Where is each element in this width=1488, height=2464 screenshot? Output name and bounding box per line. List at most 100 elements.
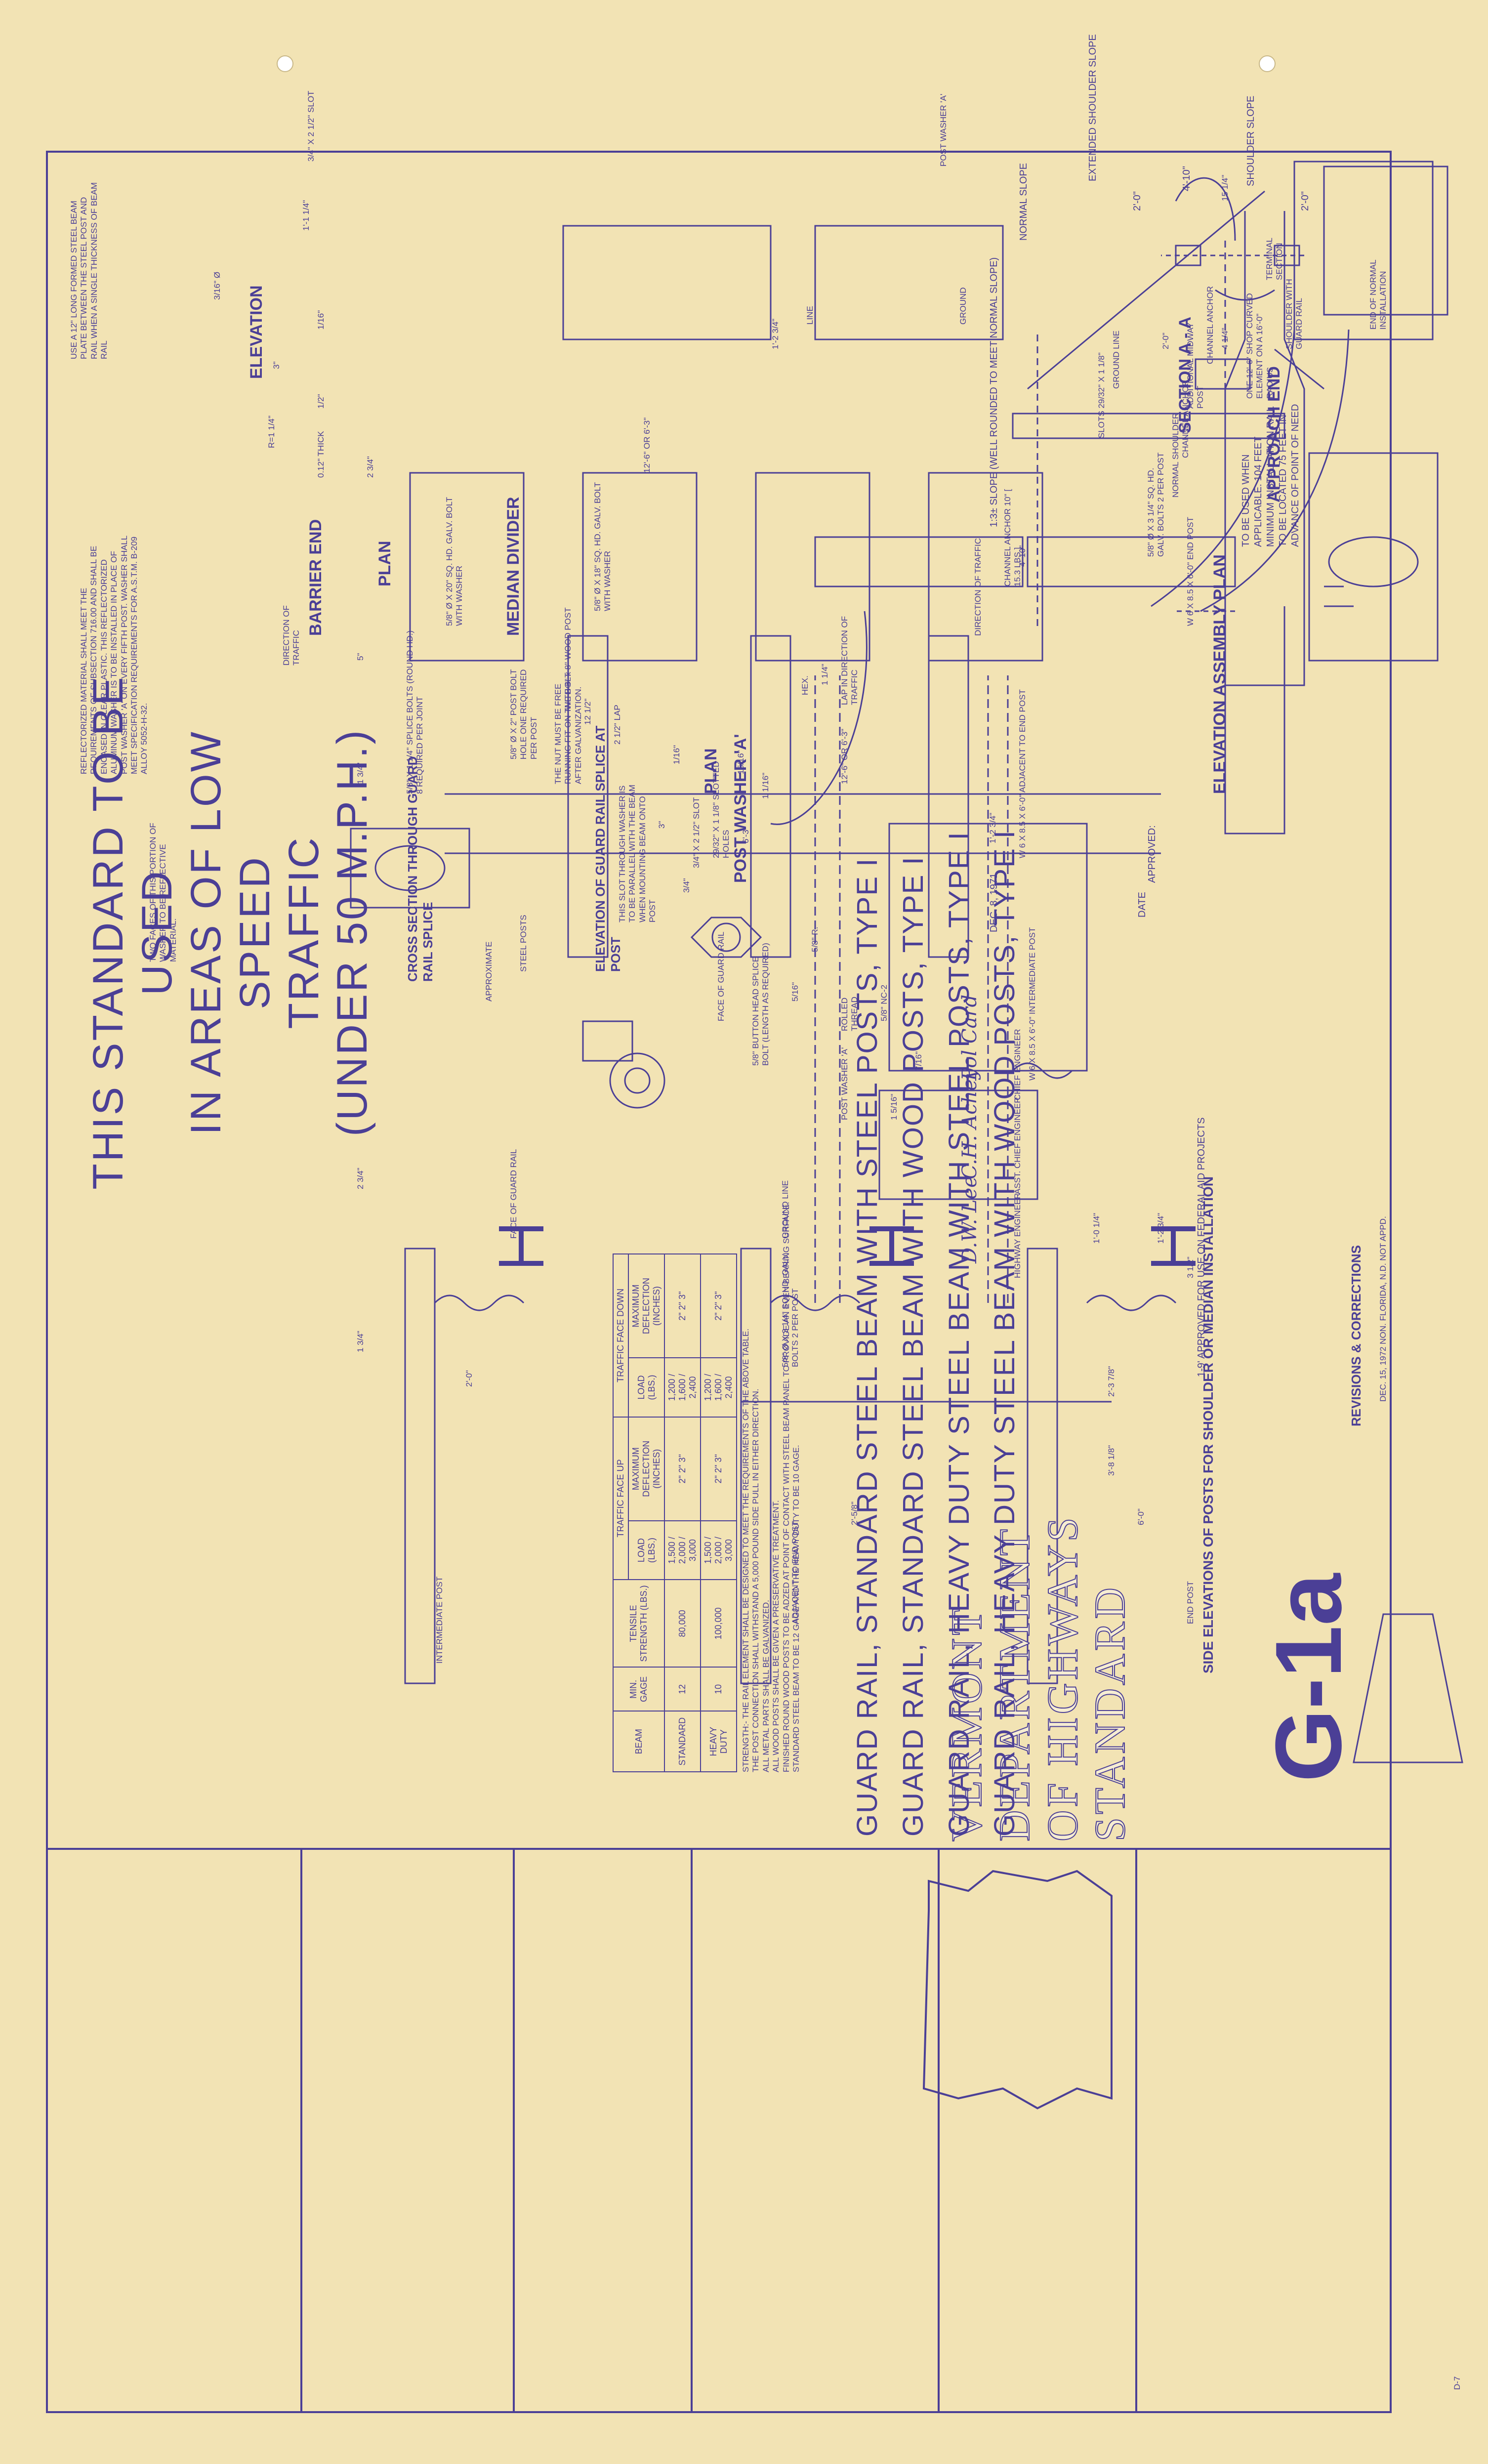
washer-note: THIS SLOT THROUGH WASHER IS TO BE PARALL…	[618, 785, 658, 922]
approach-label: END OF NORMAL INSTALLATION	[1368, 259, 1388, 330]
table-note: FINISHED ROUND WOOD POSTS TO BE ADZED AT…	[781, 1202, 791, 1772]
stamp-outline	[922, 1870, 1113, 2110]
approach-label: NORMAL SHOULDER	[1171, 413, 1180, 498]
table-cell: 2" 2" 3"	[664, 1254, 701, 1358]
elevation-label: TERMINAL SECTION	[1265, 238, 1284, 280]
right-label: GROUND	[958, 287, 968, 325]
right-label: LINE	[805, 306, 815, 325]
table-header: TRAFFIC FACE UP	[613, 1417, 628, 1580]
sheet-number: G-1a	[1256, 1573, 1361, 1782]
elevation-label: 5/8" Ø X 3 1/4" SQ. HD. GALV. BOLTS 2 PE…	[1146, 452, 1166, 557]
elevation-rail	[409, 472, 1161, 1303]
plate-note: USE A 12" LONG FORMED STEEL BEAM PLATE B…	[69, 182, 109, 359]
table-header: TRAFFIC FACE DOWN	[613, 1254, 628, 1417]
table-cell: 2" 2" 3"	[701, 1417, 737, 1521]
washer-dim: 3/4"	[682, 878, 691, 893]
table-value: 1,500	[703, 1542, 713, 1564]
low-speed-line-3: TRAFFIC	[280, 835, 328, 1029]
table-cell: HEAVY DUTY	[701, 1711, 737, 1772]
right-label: 29/32" X 1 1/8" SLOTTED HOLES	[711, 761, 731, 858]
table-cell: 1,500 / 2,000 / 3,000	[664, 1520, 701, 1580]
approach-label: CHANNEL ANCHOR	[1205, 286, 1215, 364]
low-speed-line-2: IN AREAS OF LOW SPEED	[182, 730, 279, 1135]
table-value: 2,400	[724, 1376, 734, 1399]
bolt-label: 5/8" BUTTON HEAD SPLICE BOLT (LENGTH AS …	[751, 943, 771, 1066]
washer-dim: 1 1/16"	[761, 772, 770, 799]
right-plan-title: PLAN	[375, 541, 394, 586]
section-aa-label: 1:3± SLOPE (WELL ROUNDED TO MEET NORMAL …	[989, 257, 999, 527]
table-cell: 100,000	[701, 1580, 737, 1668]
table-header: MIN. GAGE	[613, 1667, 664, 1712]
table-cell: 2" 2" 3"	[664, 1417, 701, 1521]
side-label: INTERMEDIATE POST	[435, 1576, 444, 1664]
table-row: STANDARD 12 80,000 1,500 / 2,000 / 3,000…	[664, 1254, 701, 1772]
drawing-title: GUARD RAIL, HEAVY DUTY STEEL BEAM WITH W…	[989, 829, 1021, 1837]
elevation-label: LAP IN DIRECTION OF TRAFFIC	[840, 616, 860, 705]
section-aa-dim: 2'-0"	[1300, 191, 1311, 211]
post-h-symbols	[499, 1226, 1196, 1266]
table-cell: STANDARD	[664, 1711, 701, 1772]
right-label: 3/4" X 2 1/2" SLOT	[692, 797, 701, 868]
plate-label: 3"	[272, 361, 281, 370]
side-label: FACE OF GUARD RAIL	[509, 1149, 518, 1239]
plate-label: 1/16"	[316, 310, 326, 330]
table-value: 1,600	[713, 1378, 723, 1401]
corner-code: D-7	[1452, 2376, 1462, 2390]
table-cell: 1,500 / 2,000 / 3,000	[701, 1520, 737, 1580]
right-label: WITH 6" x 8" WOOD POST	[563, 607, 573, 710]
plate-label: 1/2"	[316, 394, 326, 409]
signer-role: HIGHWAY ENGINEER	[1013, 1193, 1022, 1278]
right-dim: 12'-6" OR 6'-3"	[642, 417, 652, 473]
table-value: 3"	[713, 1454, 723, 1462]
table-value: 2"	[713, 1301, 723, 1310]
table-cell: 12	[664, 1667, 701, 1712]
approved-label: APPROVED:	[1147, 825, 1157, 883]
table-value: 2,400	[688, 1376, 698, 1399]
section-aa-dim: 2'-0"	[1132, 191, 1143, 211]
drawing-title: GUARD RAIL, STANDARD STEEL BEAM WITH WOO…	[897, 856, 929, 1837]
table-value: 3"	[677, 1291, 687, 1299]
right-label: POST WASHER 'A'	[939, 93, 948, 167]
plate-label: 5"	[356, 653, 365, 661]
table-note: ALL METAL PARTS SHALL BE GALVANIZED.	[761, 1600, 771, 1772]
table-subheader: MAXIMUM DEFLECTION (INCHES)	[628, 1417, 664, 1521]
table-header: BEAM	[613, 1711, 664, 1772]
table-row: HEAVY DUTY 10 100,000 1,500 / 2,000 / 3,…	[701, 1254, 737, 1772]
table-header: TENSILE STRENGTH (LBS.)	[613, 1580, 664, 1668]
washer-dim: HEX.	[800, 675, 810, 695]
elevation-label: SLOTS 29/32" X 1 1/8"	[1097, 352, 1106, 438]
elevation-label: W 6 X 8.5 X 6'-0" ADJACENT TO END POST	[1018, 689, 1027, 858]
washer-dim: 1 1/4"	[820, 664, 829, 685]
plate-label: 1'-1 1/4"	[301, 200, 311, 231]
table-notes: STRENGTH:- THE RAIL ELEMENT SHALL BE DES…	[741, 1179, 801, 1772]
washer-dim: 1/16"	[672, 745, 681, 764]
table-note: STRENGTH:- THE RAIL ELEMENT SHALL BE DES…	[741, 1328, 750, 1772]
side-label: END POST	[1186, 1581, 1195, 1624]
barrier-end-title: BARRIER END	[306, 519, 325, 636]
side-dim: 1'-0 1/4"	[1092, 1212, 1101, 1244]
table-value: 2"	[677, 1464, 687, 1473]
table-value: 1,500	[667, 1542, 677, 1564]
side-elevation-posts	[404, 1248, 1177, 1684]
table-subheader: LOAD (LBS.)	[628, 1358, 664, 1417]
table-value: 1,200	[667, 1378, 677, 1401]
table-value: 2,000	[677, 1542, 687, 1564]
side-elevations-title: SIDE ELEVATIONS OF POSTS FOR SHOULDER OR…	[1200, 1176, 1216, 1673]
section-aa-dim: 4'-10"	[1181, 166, 1192, 191]
bolt-label: 5/16"	[790, 982, 800, 1002]
table-value: 3"	[677, 1454, 687, 1462]
plate-label: 3/16" Ø	[212, 271, 222, 300]
binder-hole	[277, 55, 293, 72]
beam-strength-table: BEAM MIN. GAGE TENSILE STRENGTH (LBS.) T…	[613, 1253, 737, 1772]
plan-rail	[567, 635, 969, 958]
washer-dim: 15/16"	[736, 750, 745, 774]
side-dim: 6'-0"	[1136, 1508, 1146, 1525]
plate-label: 0.12" THICK	[316, 431, 326, 478]
right-label: APPROXIMATE	[484, 941, 494, 1002]
table-cell: 1,200 / 1,600 / 2,400	[701, 1358, 737, 1417]
plate-label: 2 3/4"	[366, 456, 375, 478]
plate-label: 3/4" X 2 1/2" SLOT	[306, 90, 316, 162]
reflector-faces-note: TWO FACES OF THIS PORTION OF WASHER TO B…	[148, 823, 178, 962]
